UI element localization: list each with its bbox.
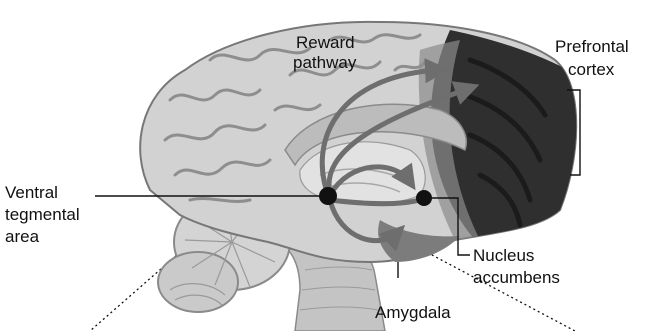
cerebrum bbox=[140, 22, 600, 262]
nucleus-accumbens-dot bbox=[416, 190, 432, 206]
amygdala-label: Amygdala bbox=[375, 303, 451, 322]
ventral-tegmental-dot bbox=[319, 187, 337, 205]
nucleus-accumbens-label: Nucleus accumbens bbox=[473, 246, 560, 287]
reward-pathway-label: Reward pathway bbox=[293, 33, 359, 72]
prefrontal-cortex-label: Prefrontal cortex bbox=[555, 37, 633, 79]
ventral-tegmental-area-label: Ventral tegmental area bbox=[5, 183, 84, 246]
